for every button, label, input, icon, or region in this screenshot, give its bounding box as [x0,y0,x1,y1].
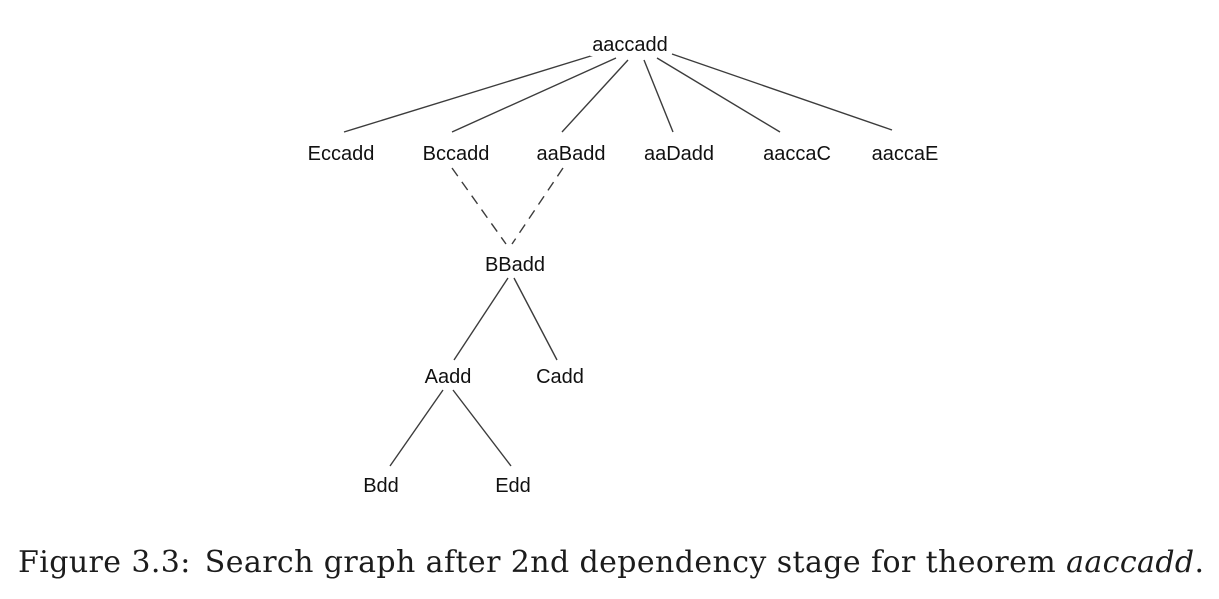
figure-caption-body: Search graph after 2nd dependency stage … [204,545,1057,580]
edge-aaccadd-aaDadd [643,59,674,133]
node-BBadd: BBadd [482,254,548,276]
figure-caption-theorem: aaccadd [1066,545,1195,580]
node-aaccaC: aaccaC [761,143,833,165]
edge-BBadd-Aadd [453,277,509,361]
figure-caption-label: Figure 3.3: [18,545,191,580]
figure-caption-period: . [1194,545,1205,580]
node-aaccaE: aaccaE [869,143,941,165]
node-Cadd: Cadd [534,366,586,388]
node-Bdd: Bdd [361,475,401,497]
node-aaDadd: aaDadd [641,143,717,165]
edge-BBadd-Cadd [513,277,558,361]
node-Bccadd: Bccadd [420,143,492,165]
node-Eccadd: Eccadd [305,143,377,165]
edge-aaccadd-aaccaE [671,53,893,131]
edge-aaBadd-BBadd [511,167,564,245]
figure-caption: Figure 3.3: Search graph after 2nd depend… [18,543,1218,583]
node-aaccadd: aaccadd [590,34,670,56]
node-aaBadd: aaBadd [534,143,608,165]
edge-aaccadd-aaccaC [656,57,781,133]
edge-Aadd-Bdd [389,389,444,467]
edge-aaccadd-Bccadd [451,57,617,133]
graph-edge-layer [343,53,893,467]
edge-Bccadd-BBadd [451,167,507,245]
node-Edd: Edd [493,475,533,497]
node-Aadd: Aadd [422,366,474,388]
edge-Aadd-Edd [452,389,512,467]
edge-aaccadd-aaBadd [561,59,629,133]
edge-aaccadd-Eccadd [343,54,595,133]
